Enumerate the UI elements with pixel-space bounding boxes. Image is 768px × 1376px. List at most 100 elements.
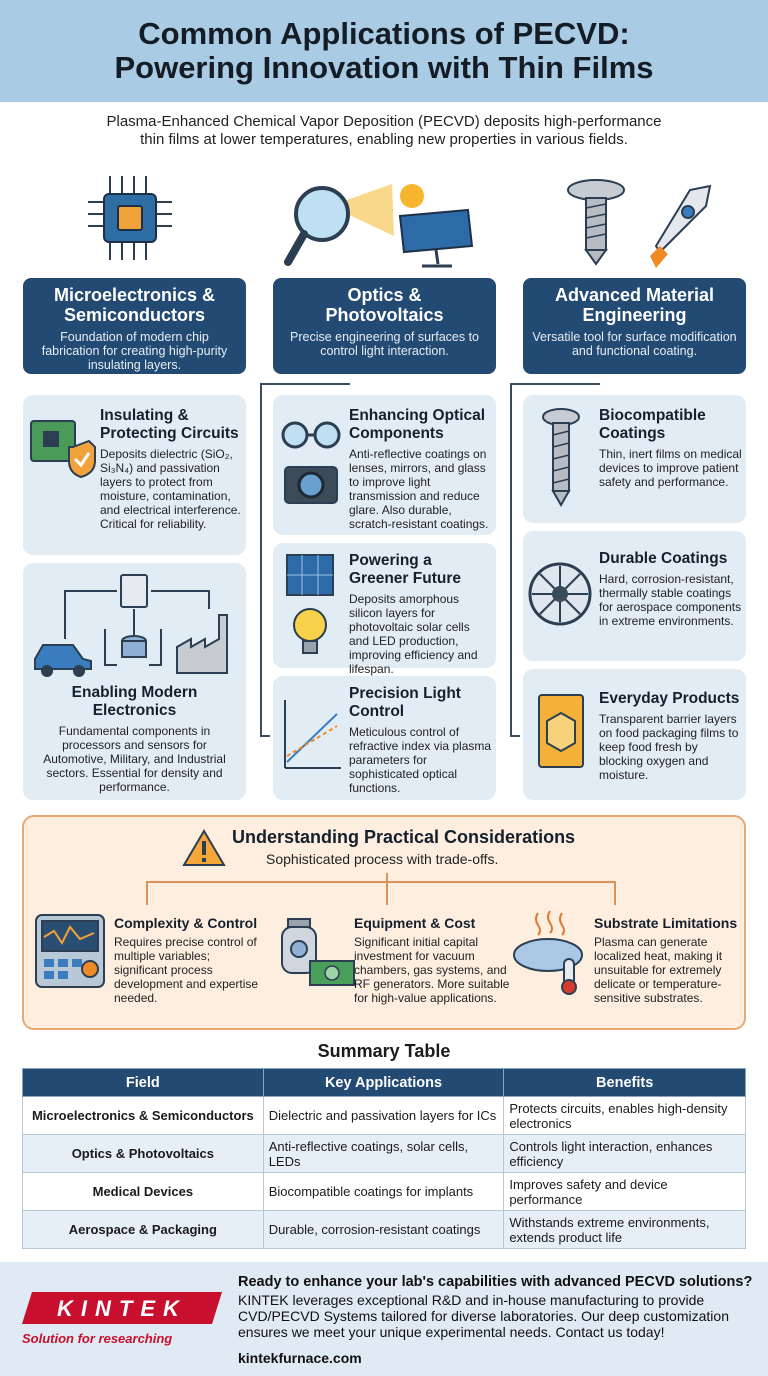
card-title: Enhancing Optical [349,407,486,424]
table-row: Optics & Photovoltaics Anti-reflective c… [22,1134,746,1173]
card-durable: Durable Coatings Hard, corrosion-resista… [523,531,746,661]
card-title: Components [349,425,444,442]
turbine-icon [528,562,592,626]
consideration-desc: Requires precise control of multiple var… [114,935,259,1005]
table-cell: Aerospace & Packaging [22,1210,264,1249]
table-header-row: Field Key Applications Benefits [22,1068,746,1097]
card-desc: Anti-reflective coatings on lenses, mirr… [349,447,489,531]
connector-line [510,383,600,385]
table-cell: Improves safety and device performance [503,1172,746,1211]
considerations-title: Understanding Practical Considerations [232,827,576,847]
table-cell: Optics & Photovoltaics [22,1134,264,1173]
column-header-applications: Key Applications [262,1068,505,1097]
consideration-title: Equipment & Cost [354,915,476,931]
footer-pitch: KINTEK leverages exceptional R&D and in-… [238,1292,729,1340]
card-title: Powering a [349,552,432,569]
magnifier-solar-icon [284,184,474,268]
card-desc: Transparent barrier layers on food packa… [599,712,739,782]
connector-line [260,735,270,737]
table-cell: Dielectric and passivation layers for IC… [262,1096,505,1135]
table-row: Medical Devices Biocompatible coatings f… [22,1172,746,1211]
heated-substrate-icon [513,910,583,995]
connector-line [260,383,350,385]
connector-line [510,383,512,735]
consideration-desc: Significant initial capital investment f… [354,935,510,1005]
table-cell: Durable, corrosion-resistant coatings [262,1210,505,1249]
connector-line [614,881,616,905]
footer-url-link[interactable]: kintekfurnace.com [238,1350,362,1366]
consideration-title: Complexity & Control [114,915,258,931]
card-title: Protecting Circuits [100,425,239,442]
implant-screw-icon [542,408,580,508]
table-cell: Microelectronics & Semiconductors [22,1096,264,1135]
card-title: Control [349,703,405,720]
table-cell: Controls light interaction, enhances eff… [503,1134,746,1173]
category-title: Advanced Material [554,285,715,305]
card-everyday: Everyday Products Transparent barrier la… [523,669,746,800]
table-cell: Anti-reflective coatings, solar cells, L… [262,1134,505,1173]
consideration-substrate: Substrate Limitations Plasma can generat… [594,915,744,1005]
card-modern-electronics: Enabling Modern Electronics Fundamental … [23,563,246,800]
card-greener: Powering a Greener Future Deposits amorp… [273,543,496,676]
considerations-subtitle: Sophisticated process with trade-offs. [266,851,499,867]
consideration-desc: Plasma can generate localized heat, maki… [594,935,723,1005]
consideration-complexity: Complexity & Control Requires precise co… [114,915,264,1005]
electronics-network-icon [34,574,228,677]
table-cell: Biocompatible coatings for implants [262,1172,505,1211]
table-cell: Medical Devices [22,1172,264,1211]
screw-rocket-icon [567,179,712,268]
card-insulating: Insulating & Protecting Circuits Deposit… [23,395,246,555]
intro-text: Plasma-Enhanced Chemical Vapor Depositio… [60,113,708,149]
category-title: Microelectronics & [53,285,216,305]
control-panel-icon [35,914,105,988]
category-desc: Foundation of modern chip fabrication fo… [41,330,228,372]
footer: KINTEK Solution for researching Ready to… [0,1262,768,1376]
chip-icon [88,176,172,260]
page-title-line2: Powering Innovation with Thin Films [114,50,654,85]
card-desc: Thin, inert films on medical devices to … [599,447,742,489]
column-header-benefits: Benefits [503,1068,746,1097]
connector-line [260,383,262,735]
card-desc: Fundamental components in processors and… [43,724,226,794]
category-desc: Precise engineering of surfaces to contr… [290,330,479,358]
warning-icon [182,829,226,866]
connector-line [510,735,520,737]
summary-table: Field Key Applications Benefits Microele… [22,1068,746,1249]
summary-table-title: Summary Table [317,1041,451,1061]
consideration-title: Substrate Limitations [594,915,738,931]
card-precision: Precision Light Control Meticulous contr… [273,676,496,800]
category-title: Semiconductors [63,305,206,325]
footer-question: Ready to enhance your lab's capabilities… [238,1274,753,1290]
card-biocompatible: Biocompatible Coatings Thin, inert films… [523,395,746,523]
card-title: Everyday Products [599,690,740,707]
card-desc: Hard, corrosion-resistant, thermally sta… [599,572,742,628]
card-title: Enabling Modern [71,684,198,701]
card-desc: Deposits amorphous silicon layers for ph… [349,592,478,676]
card-title: Coatings [599,425,666,442]
table-row: Microelectronics & Semiconductors Dielec… [22,1096,746,1135]
card-title: Precision Light [349,685,461,702]
connector-line [146,881,148,905]
page-title-line1: Common Applications of PECVD: [138,16,630,51]
equipment-money-icon [281,918,355,986]
logo-text: KINTEK [57,1296,187,1321]
card-desc: Deposits dielectric (SiO₂, Si₃N₄) and pa… [100,447,241,531]
food-package-icon [538,694,584,768]
considerations-panel: Understanding Practical Considerations S… [22,815,746,1030]
card-title: Greener Future [349,570,461,587]
card-title: Durable Coatings [599,550,728,567]
table-row: Aerospace & Packaging Durable, corrosion… [22,1210,746,1249]
logo-tagline: Solution for researching [22,1331,173,1346]
card-title: Electronics [92,702,177,719]
card-title: Biocompatible [599,407,706,424]
category-advanced-material: Advanced Material Engineering Versatile … [523,278,746,374]
glasses-camera-icon [281,421,341,504]
kintek-logo[interactable]: KINTEK [22,1292,222,1324]
connector-line [146,881,616,883]
card-optical: Enhancing Optical Components Anti-reflec… [273,395,496,535]
category-desc: Versatile tool for surface modification … [532,330,737,358]
intro-line2: thin films at lower temperatures, enabli… [140,131,628,148]
table-cell: Withstands extreme environments, extends… [503,1210,746,1249]
consideration-equipment: Equipment & Cost Significant initial cap… [354,915,514,1005]
intro-line1: Plasma-Enhanced Chemical Vapor Depositio… [106,113,662,130]
